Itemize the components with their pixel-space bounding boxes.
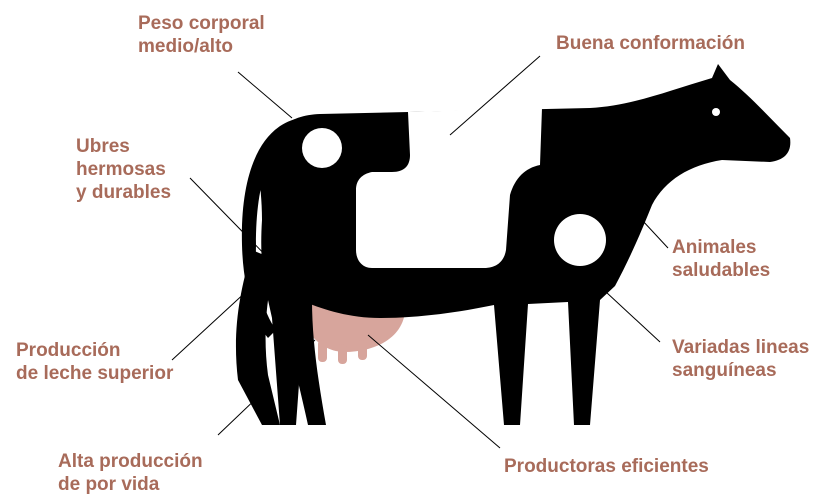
white-patch-center	[356, 108, 542, 268]
leader-saludables	[627, 204, 669, 249]
label-ubres: Ubres hermosas y durables	[76, 136, 172, 203]
white-spot-hip	[302, 128, 342, 168]
label-peso-corporal: Peso corporal medio/alto	[138, 13, 265, 57]
cow-body	[258, 64, 791, 425]
label-produccion-leche: Producción de leche superior	[16, 340, 174, 384]
leader-eficientes-udder	[299, 339, 316, 356]
leader-conformacion	[449, 55, 541, 136]
rear-leg-right	[280, 290, 326, 425]
label-buena-conformacion: Buena conformación	[556, 33, 745, 54]
rear-leg-left	[235, 250, 280, 425]
label-variadas-lineas: Variadas lineas sanguíneas	[672, 337, 810, 381]
white-spot-shoulder	[554, 214, 606, 266]
label-alta-produccion: Alta producción de por vida	[58, 451, 203, 495]
leader-eficientes	[367, 334, 501, 449]
leader-produccion	[171, 289, 249, 361]
leader-peso	[237, 71, 293, 119]
leader-ubres	[189, 177, 279, 269]
label-productoras-eficientes: Productoras eficientes	[504, 456, 709, 477]
leader-lineas	[605, 291, 661, 343]
cow-eye	[712, 108, 720, 116]
leader-alta	[217, 392, 263, 436]
label-animales-saludables: Animales saludables	[672, 237, 771, 281]
